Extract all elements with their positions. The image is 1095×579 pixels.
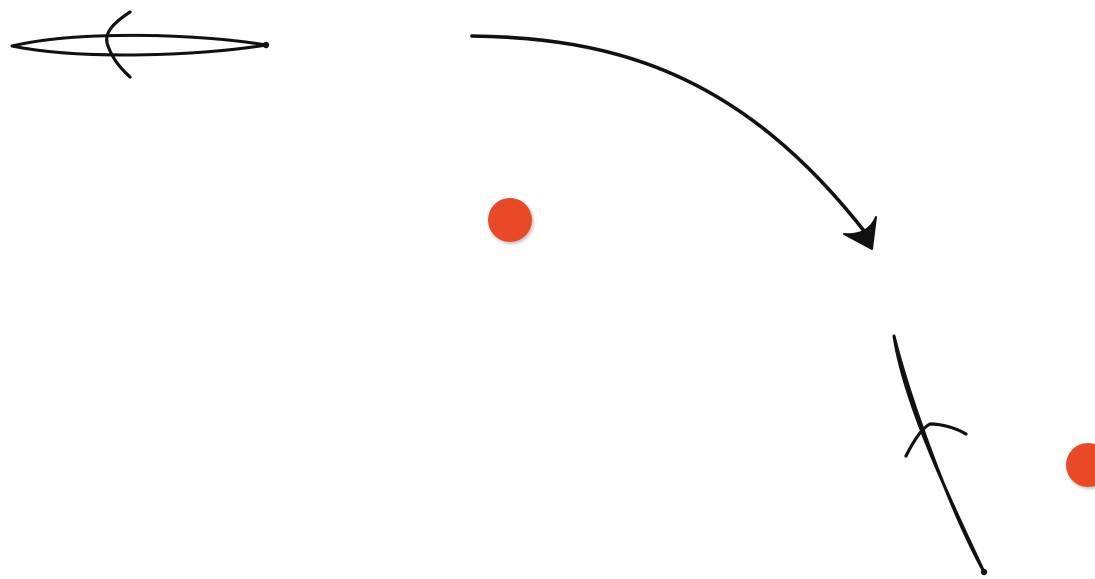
curved-arrow [472, 36, 876, 249]
red-dot-center [488, 198, 532, 242]
ship-rotated-chevron [906, 424, 966, 456]
red-dot-right [1066, 443, 1095, 487]
curved-arrow-shaft [472, 36, 868, 236]
curved-arrow-head [844, 217, 876, 249]
ship-left-sketch [12, 12, 269, 77]
ship-left-hull [12, 35, 266, 55]
ship-left-tip-dot [263, 42, 269, 48]
ship-rotated-tip-dot [981, 569, 987, 575]
ship-rotated-sketch [894, 336, 987, 575]
ship-left-chevron [107, 12, 130, 77]
